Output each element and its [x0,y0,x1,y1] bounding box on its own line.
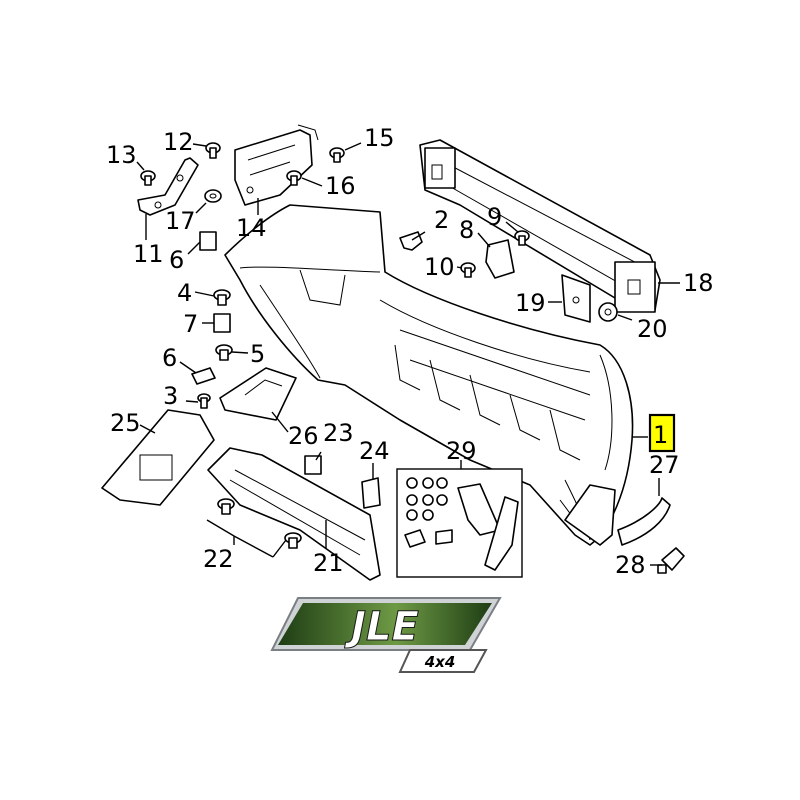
logo-sub: 4x4 [424,653,456,671]
clip-6-lower [191,367,216,385]
screw-13 [140,170,156,186]
sensor-28 [657,547,685,574]
callout-13: 13 [106,141,137,169]
callout-10: 10 [424,253,455,281]
fasteners [140,142,618,409]
screw-10 [460,262,476,278]
screw-16 [286,170,302,186]
callout-17: 17 [165,207,196,235]
callout-29: 29 [446,437,477,465]
callout-14: 14 [236,214,267,242]
callout-12: 12 [163,128,194,156]
callout-1-highlight [648,413,676,453]
callout-11: 11 [133,240,164,268]
callout-7: 7 [183,310,198,338]
screws-22 [217,498,302,549]
bracket-8 [485,239,515,279]
callout-22: 22 [203,545,234,573]
logo-brand: JLE [344,604,419,650]
callout-18: 18 [683,269,714,297]
callout-16: 16 [325,172,356,200]
valance-21 [207,447,381,581]
callout-21: 21 [313,549,344,577]
screw-12 [205,142,221,159]
reinforcement-beam [419,139,661,313]
screw-15 [329,147,345,163]
clip-7 [213,313,231,333]
screw-5 [215,344,233,361]
callout-1: 1 [653,421,668,449]
screw-4 [213,289,231,306]
bracket-19 [561,274,591,323]
jle-logo: JLE 4x4 [270,597,502,673]
nut-17 [204,189,222,203]
shield-26 [219,367,297,421]
clip-2 [399,231,423,251]
screw-9 [514,230,530,246]
leader-lines [136,142,680,566]
callout-9: 9 [487,203,502,231]
callout-6-upper: 6 [169,246,184,274]
callout-20: 20 [637,315,668,343]
callout-23: 23 [323,419,354,447]
wheel-arch-liner-27 [564,484,671,546]
callout-3: 3 [163,382,178,410]
callout-5: 5 [250,340,265,368]
callout-27: 27 [649,451,680,479]
callout-25: 25 [110,409,141,437]
callout-2: 2 [434,206,449,234]
pin-3 [197,393,211,409]
callout-4: 4 [177,279,192,307]
lower-panel-25 [101,409,215,506]
bracket-24 [361,477,381,509]
mounting-bracket [234,124,319,206]
callout-19: 19 [515,289,546,317]
callout-6-lower: 6 [162,344,177,372]
washer-20 [598,302,618,322]
kit-29-box [396,468,523,578]
callout-15: 15 [364,124,395,152]
callout-24: 24 [359,437,390,465]
clip-6-upper [199,231,217,251]
clip-23 [304,455,322,475]
callout-26: 26 [288,422,319,450]
callout-28: 28 [615,551,646,579]
callouts: 1 2 3 4 5 6 6 7 8 9 10 11 12 13 14 15 16… [106,124,714,579]
callout-8: 8 [459,216,474,244]
left-bracket-arm [137,157,199,216]
